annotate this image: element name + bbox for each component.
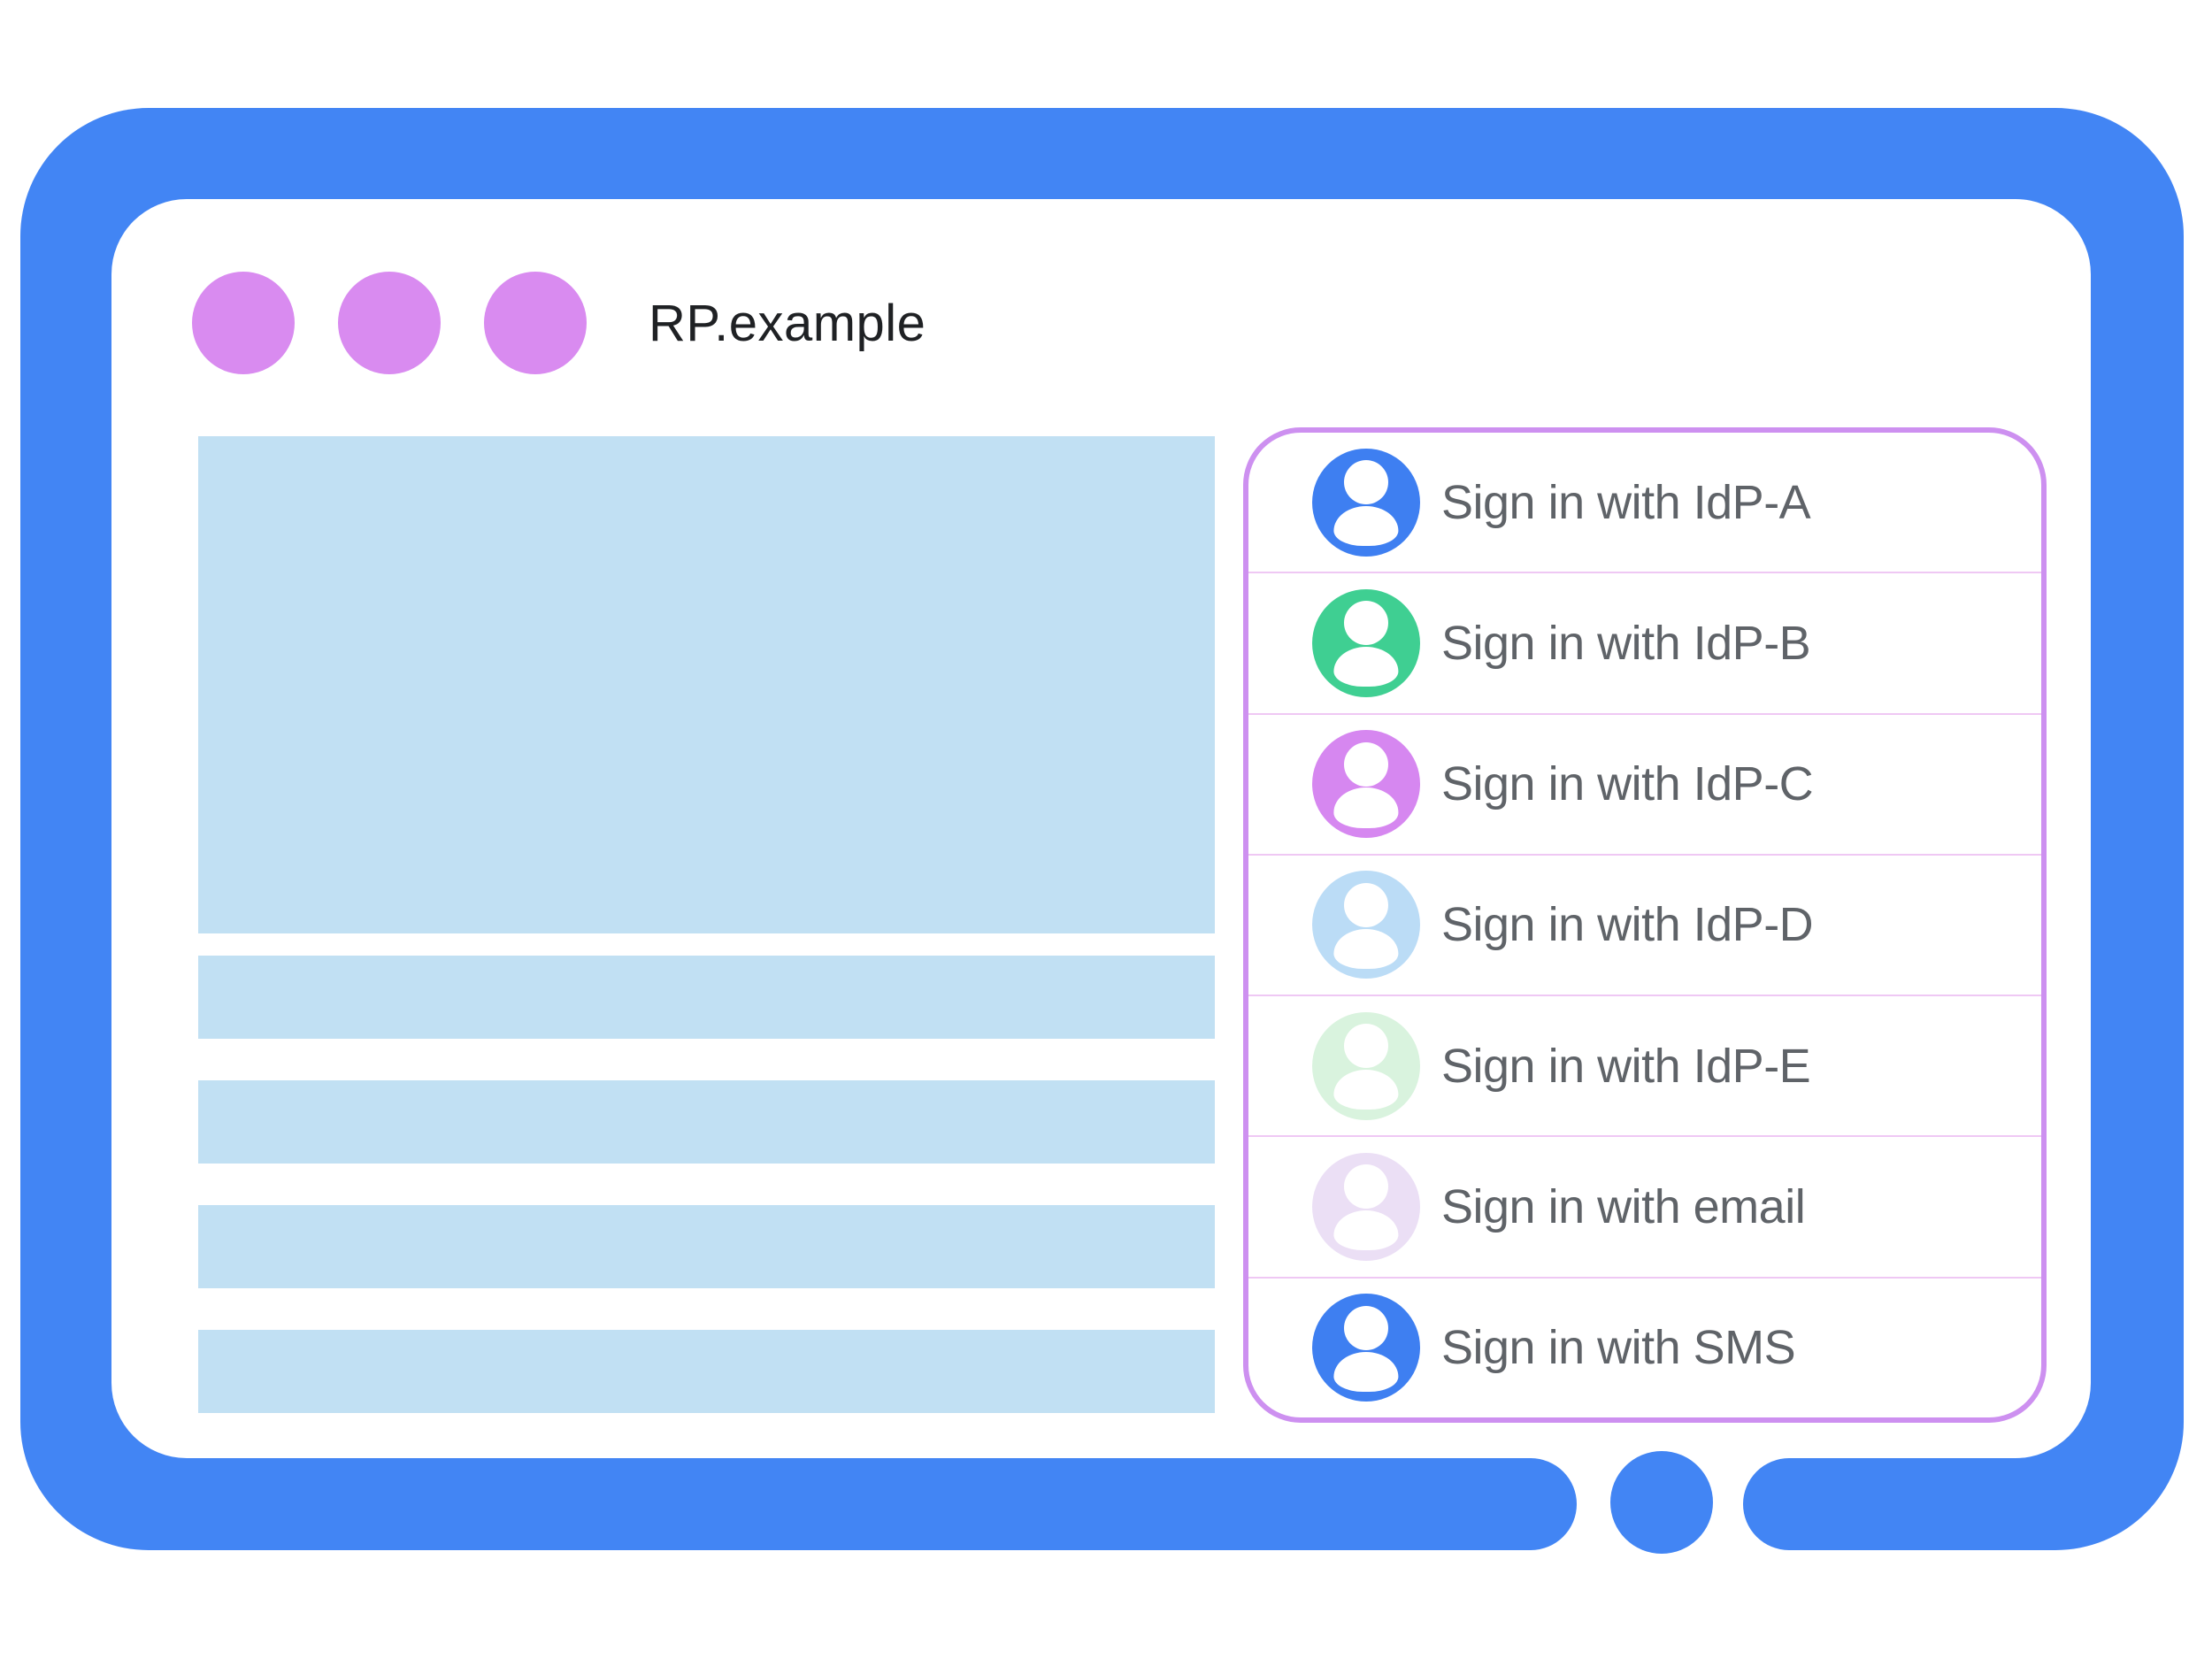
account-avatar-icon [1312, 448, 1420, 557]
window-control-icon[interactable] [338, 272, 441, 374]
avatar-head [1343, 882, 1389, 927]
content-placeholder-bars [198, 956, 1215, 1413]
signin-option-label: Sign in with SMS [1441, 1321, 1796, 1375]
content-bar [198, 1205, 1215, 1288]
window-control-icon[interactable] [192, 272, 295, 374]
content-bar [198, 956, 1215, 1039]
chassis-bar-left-cap [1486, 1458, 1577, 1550]
content-bar [198, 1080, 1215, 1164]
signin-option[interactable]: Sign in with IdP-C [1248, 712, 2041, 854]
content-bar [198, 1330, 1215, 1413]
signin-option[interactable]: Sign in with IdP-D [1248, 853, 2041, 995]
window-controls [192, 272, 587, 374]
account-avatar-icon [1312, 1011, 1420, 1120]
window-control-icon[interactable] [484, 272, 587, 374]
avatar-torso [1333, 928, 1399, 969]
signin-option-label: Sign in with IdP-E [1441, 1039, 1811, 1093]
signin-option[interactable]: Sign in with IdP-E [1248, 995, 2041, 1135]
content-placeholder-hero [198, 436, 1215, 933]
signin-option[interactable]: Sign in with IdP-A [1248, 433, 2041, 572]
avatar-torso [1333, 1351, 1399, 1392]
avatar-head [1343, 601, 1389, 646]
avatar-torso [1333, 1210, 1399, 1251]
avatar-head [1343, 460, 1389, 505]
chassis-bar-right-cap [1743, 1458, 1833, 1550]
account-avatar-icon [1312, 1294, 1420, 1402]
account-avatar-icon [1312, 588, 1420, 697]
avatar-head [1343, 1164, 1389, 1210]
signin-option[interactable]: Sign in with email [1248, 1135, 2041, 1276]
avatar-head [1343, 1024, 1389, 1069]
signin-option-label: Sign in with IdP-C [1441, 757, 1814, 811]
avatar-torso [1333, 647, 1399, 687]
signin-option-label: Sign in with IdP-D [1441, 898, 1814, 952]
signin-option-label: Sign in with email [1441, 1180, 1806, 1234]
signin-option-label: Sign in with IdP-B [1441, 616, 1811, 670]
account-avatar-icon [1312, 1153, 1420, 1262]
avatar-torso [1333, 1070, 1399, 1110]
avatar-torso [1333, 787, 1399, 828]
signin-option-label: Sign in with IdP-A [1441, 475, 1811, 529]
avatar-torso [1333, 505, 1399, 547]
avatar-head [1343, 741, 1389, 787]
account-avatar-icon [1312, 871, 1420, 979]
page-title: RP.example [649, 294, 926, 352]
signin-option[interactable]: Sign in with SMS [1248, 1276, 2041, 1417]
signin-chooser-panel: Sign in with IdP-A Sign in with IdP-B Si… [1243, 427, 2047, 1423]
avatar-head [1343, 1305, 1389, 1350]
signin-option[interactable]: Sign in with IdP-B [1248, 572, 2041, 712]
account-avatar-icon [1312, 730, 1420, 839]
home-button[interactable] [1610, 1451, 1713, 1554]
